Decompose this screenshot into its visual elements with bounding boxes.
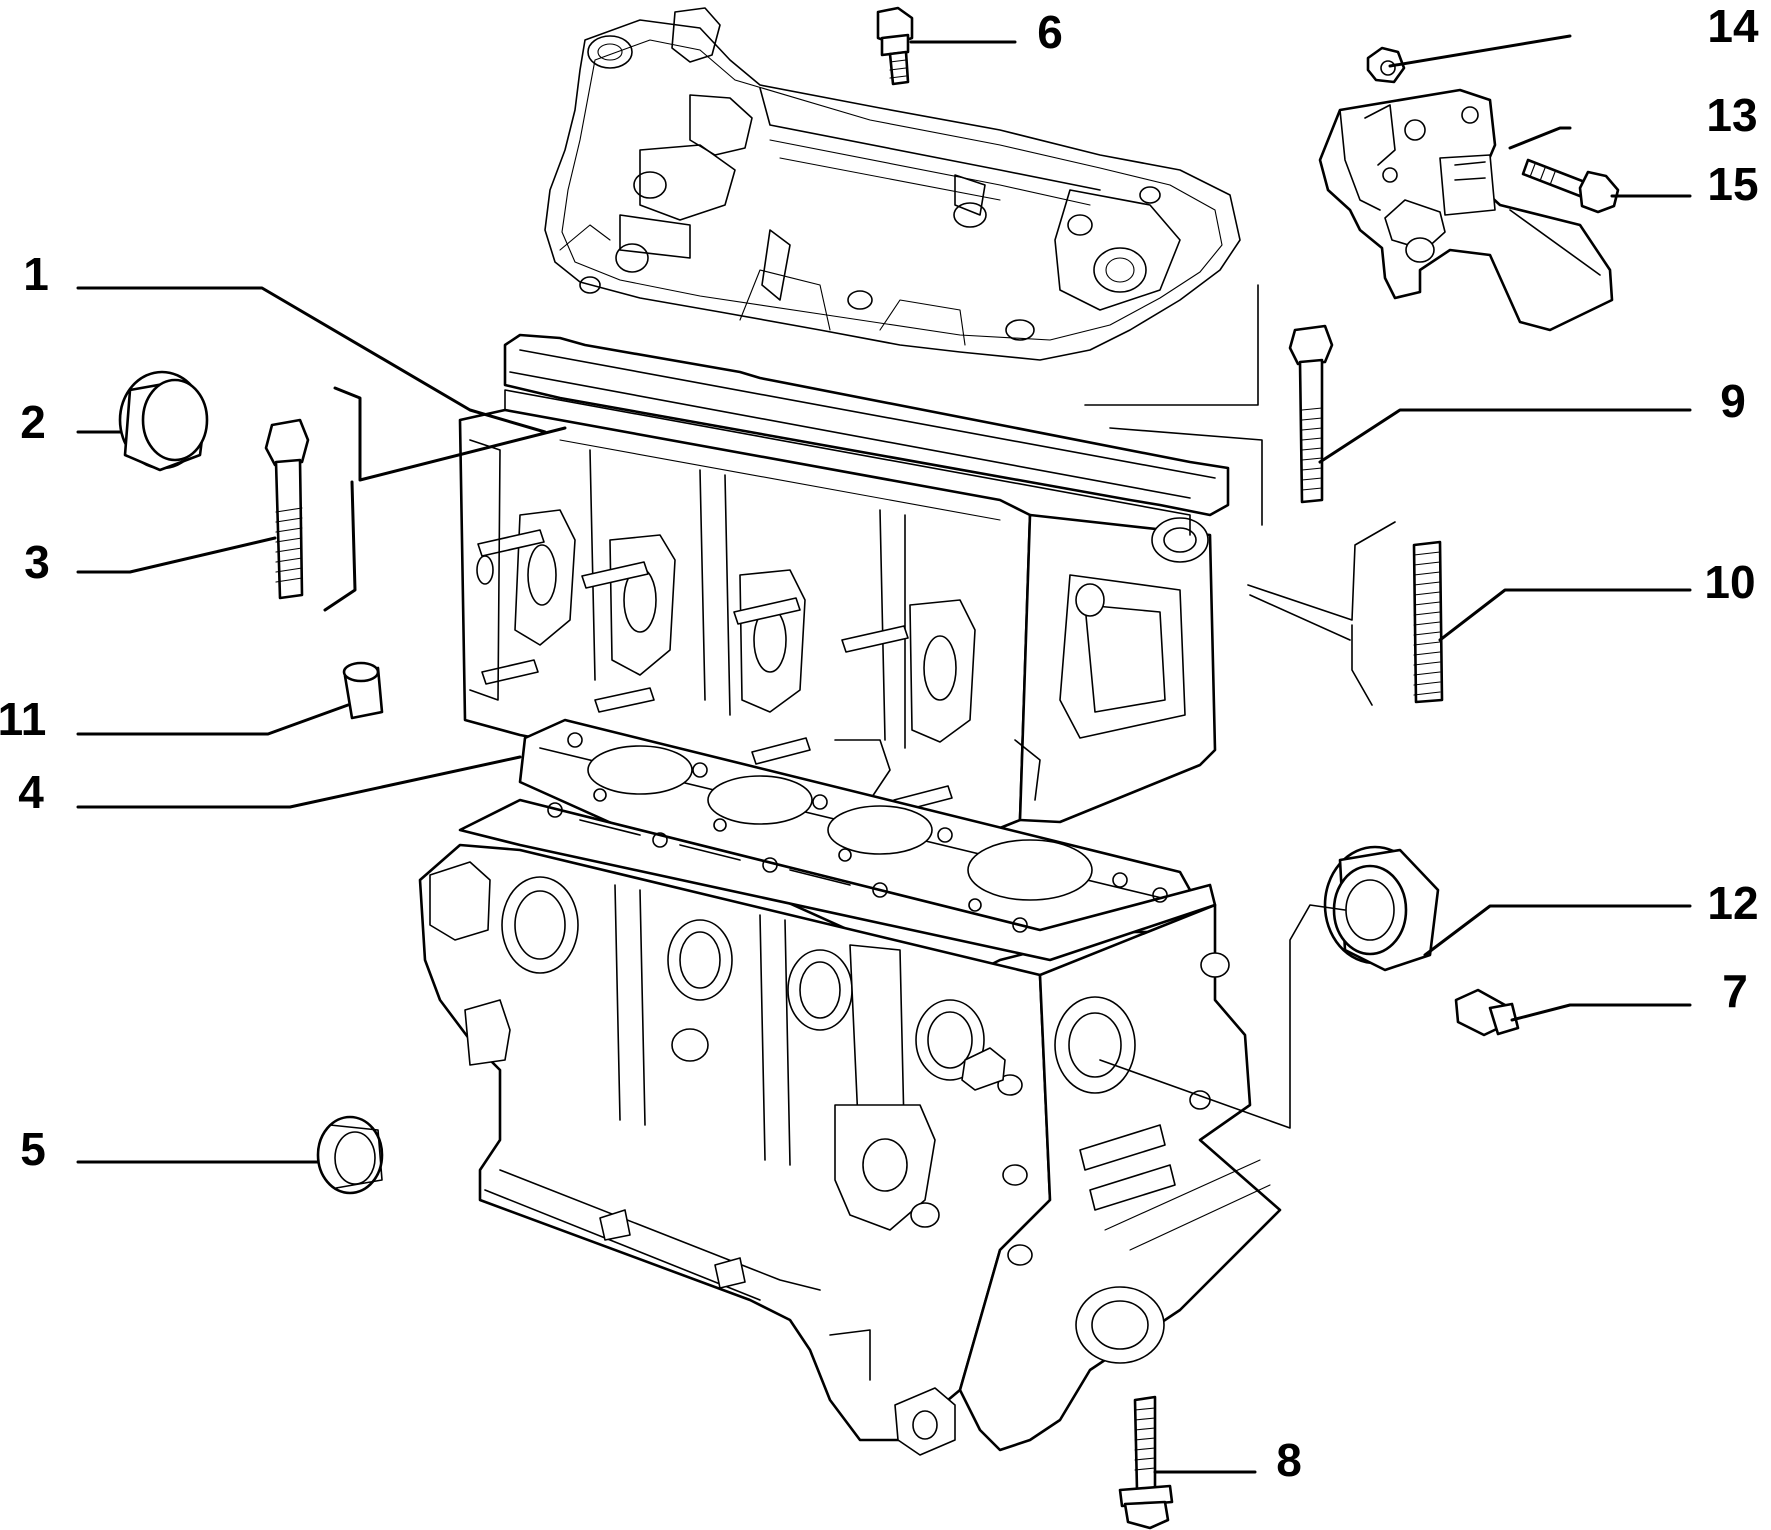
- oil-seal-12: [1323, 845, 1440, 972]
- callout-11: 11: [0, 693, 47, 745]
- engine-bracket: [1318, 88, 1614, 332]
- callout-2: 2: [20, 396, 46, 448]
- engine-block: [418, 798, 1282, 1456]
- head-bolt-3: [264, 418, 310, 600]
- callout-1: 1: [23, 248, 49, 300]
- callout-9: 9: [1720, 375, 1746, 427]
- callout-4: 4: [18, 766, 44, 818]
- callout-5: 5: [20, 1123, 46, 1175]
- cup-plug-2: [118, 370, 209, 472]
- cam-cover: [544, 7, 1241, 361]
- callout-14: 14: [1707, 0, 1759, 52]
- bolt-8: [1118, 1395, 1174, 1530]
- callout-3: 3: [24, 536, 50, 588]
- plug-7: [1454, 988, 1520, 1037]
- callout-15: 15: [1707, 158, 1759, 210]
- dowel-11: [342, 661, 384, 720]
- callout-12: 12: [1707, 877, 1759, 929]
- core-plug-5: [316, 1115, 384, 1195]
- cylinder-head: [458, 333, 1230, 830]
- callout-8: 8: [1276, 1434, 1302, 1486]
- callout-13: 13: [1706, 89, 1758, 141]
- callout-7: 7: [1722, 965, 1748, 1017]
- nut-14: [1366, 46, 1406, 84]
- callout-10: 10: [1704, 556, 1756, 608]
- bolt-9: [1288, 324, 1334, 504]
- head-studs: [477, 529, 953, 813]
- bolt-15: [1521, 158, 1620, 214]
- bolt-6: [876, 6, 914, 86]
- stud-10: [1412, 540, 1444, 704]
- callout-6: 6: [1037, 6, 1063, 58]
- leader-lines: [76, 34, 1692, 1474]
